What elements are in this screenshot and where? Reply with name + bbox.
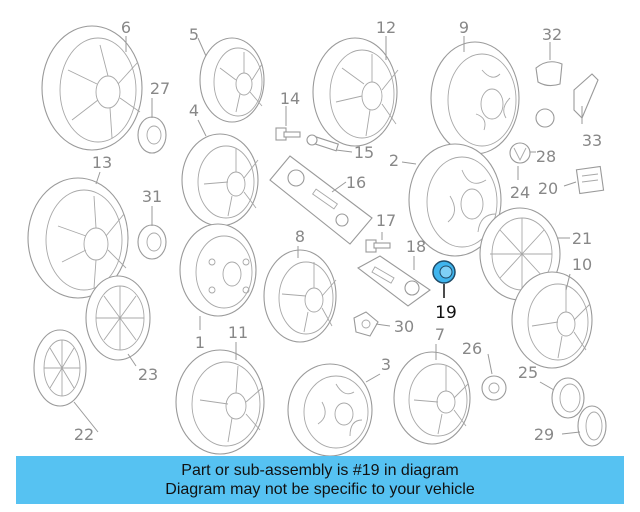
callout-16: 16	[346, 173, 366, 192]
ring-25	[551, 377, 585, 419]
leader-lines	[73, 36, 583, 435]
callout-8: 8	[295, 227, 305, 246]
hubcap-23	[85, 275, 151, 361]
callout-10: 10	[572, 255, 592, 274]
bolt-17	[365, 239, 391, 253]
valve-kit-18	[356, 255, 431, 307]
callout-30: 30	[394, 317, 414, 336]
wheel-5	[199, 37, 265, 123]
wheel-1	[179, 223, 257, 317]
callout-31: 31	[142, 187, 162, 206]
label-20	[575, 165, 605, 195]
banner-line-2: Diagram may not be specific to your vehi…	[165, 481, 475, 498]
wheel-10	[511, 271, 593, 369]
parts-diagram: 6 5 12 9 32 27 4 14 15 33 28 13 2 16 24 …	[27, 18, 607, 456]
callout-32: 32	[542, 25, 562, 44]
callout-27: 27	[150, 79, 170, 98]
wheel-8	[263, 249, 337, 343]
valve-15	[306, 134, 339, 152]
callout-7: 7	[435, 325, 445, 344]
wheel-6	[41, 25, 143, 151]
callout-33: 33	[582, 131, 602, 150]
banner-line-1: Part or sub-assembly is #19 in diagram	[181, 462, 459, 479]
emblem-32	[535, 61, 563, 87]
wheel-13	[27, 177, 129, 299]
highlighted-part-19	[432, 260, 456, 298]
callout-6: 6	[121, 18, 131, 37]
center-cap-31	[137, 224, 167, 260]
callout-2: 2	[389, 151, 399, 170]
wheel-9	[430, 41, 520, 155]
gear-26	[481, 375, 507, 401]
wheel-4	[181, 133, 259, 227]
center-cap-27	[137, 116, 167, 154]
callout-1: 1	[195, 333, 205, 352]
hubcap-22	[33, 329, 87, 407]
callout-18: 18	[406, 237, 426, 256]
callout-29: 29	[534, 425, 554, 444]
callout-25: 25	[518, 363, 538, 382]
ring-29	[577, 405, 607, 447]
callout-15: 15	[354, 143, 374, 162]
callout-3: 3	[381, 355, 391, 374]
wheel-2	[408, 143, 502, 257]
sensor-kit-16	[269, 155, 373, 245]
bolt-14	[275, 127, 301, 141]
wheel-3	[287, 363, 373, 456]
callout-20: 20	[538, 179, 558, 198]
wheel-12	[312, 37, 399, 147]
callout-5: 5	[189, 25, 199, 44]
callout-17: 17	[376, 211, 396, 230]
callout-14: 14	[280, 89, 300, 108]
callout-22: 22	[74, 425, 94, 444]
callout-12: 12	[376, 18, 396, 37]
callout-21: 21	[572, 229, 592, 248]
callout-4: 4	[189, 101, 199, 120]
emblem-33	[573, 73, 599, 119]
wheel-11	[175, 349, 265, 455]
callout-numbers: 6 5 12 9 32 27 4 14 15 33 28 13 2 16 24 …	[74, 18, 602, 444]
wheel-7	[393, 351, 471, 445]
callout-19: 19	[435, 303, 457, 323]
callout-24: 24	[510, 183, 530, 202]
lock-30	[353, 311, 379, 337]
callout-11: 11	[228, 323, 248, 342]
callout-13: 13	[92, 153, 112, 172]
callout-23: 23	[138, 365, 158, 384]
logo-28	[509, 108, 555, 164]
callout-26: 26	[462, 339, 482, 358]
callout-28: 28	[536, 147, 556, 166]
callout-9: 9	[459, 18, 469, 37]
part-info-banner: Part or sub-assembly is #19 in diagram D…	[16, 456, 624, 504]
